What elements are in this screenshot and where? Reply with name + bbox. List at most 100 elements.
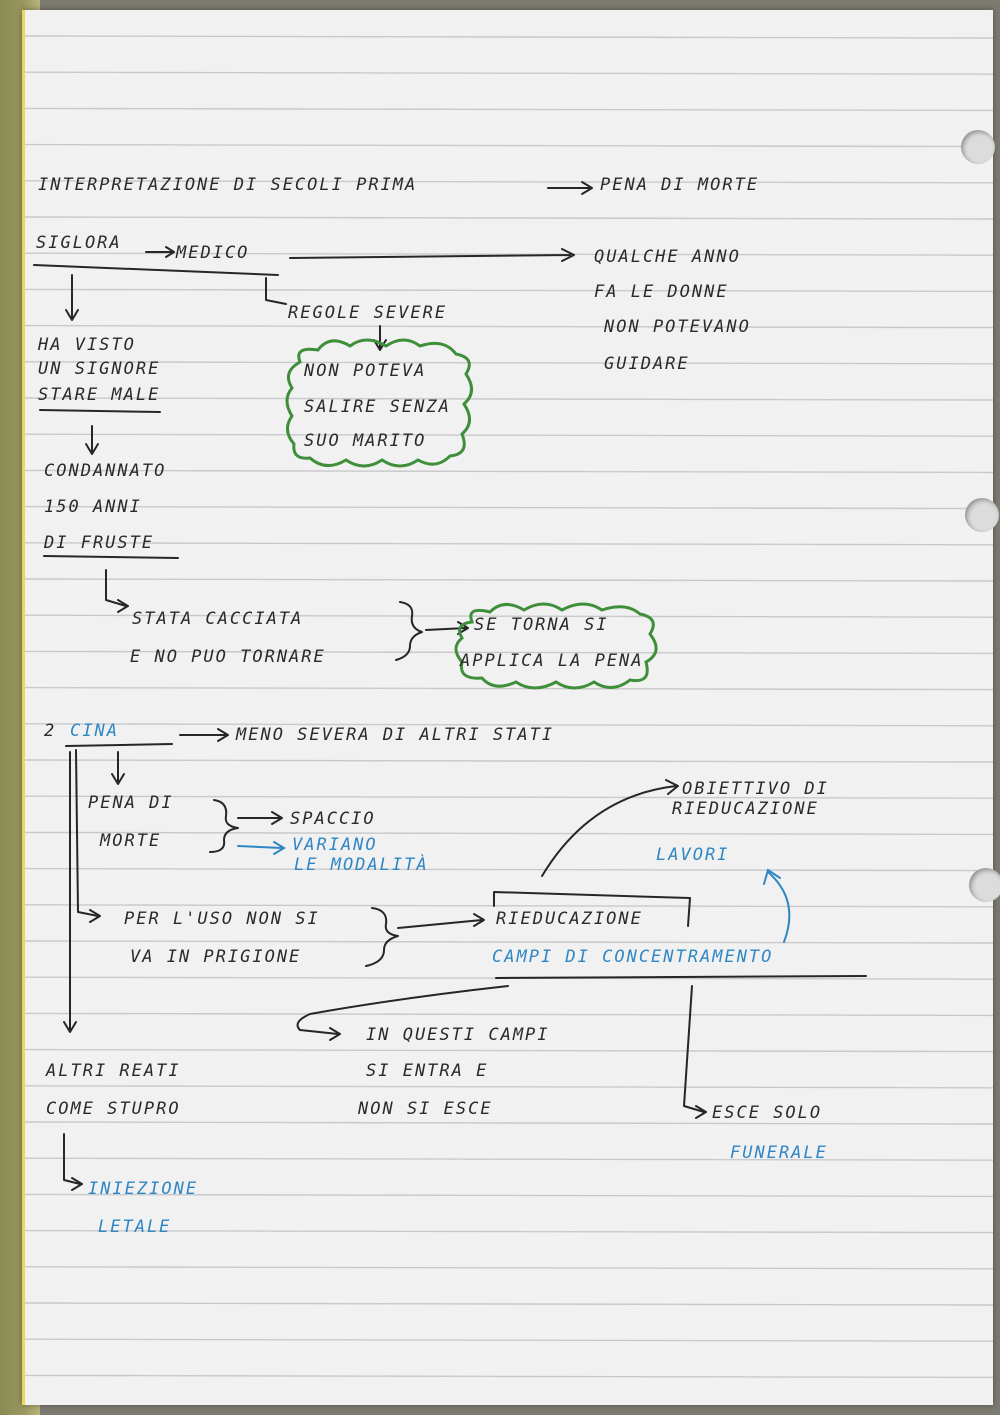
far-right-4: GUIDARE [604, 354, 690, 374]
iniezione-2: LETALE [98, 1217, 171, 1237]
pena-morte-1: PENA DI [88, 793, 174, 813]
ruled-line [25, 1266, 993, 1270]
cina-summary: MENO SEVERA DI ALTRI STATI [235, 725, 554, 745]
cacciata-brace [395, 601, 423, 661]
rieducazione: RIEDUCAZIONE [496, 909, 643, 929]
ruled-lines [25, 35, 993, 1379]
ruled-line [25, 1229, 993, 1234]
ruled-line [25, 1302, 993, 1306]
ruled-line [25, 469, 993, 474]
ruled-line [25, 759, 993, 763]
modalita-1: VARIANO [292, 835, 378, 855]
left-branch-1: HA VISTO [37, 335, 136, 355]
lavori-arrow [763, 868, 791, 943]
ruled-line [25, 505, 993, 510]
binder-hole-middle [965, 498, 999, 532]
cloud-pena [454, 602, 658, 690]
notebook-page [22, 10, 1000, 1405]
rieducazione-box [493, 891, 691, 927]
ruled-line [25, 288, 993, 293]
cloud-regole-3: SUO MARITO [304, 431, 426, 451]
cloud-regole-2: SALIRE SENZA [304, 397, 451, 417]
condanna-2: 150 ANNI [44, 497, 142, 517]
iniezione-arrow [63, 1133, 83, 1191]
cina-underline [65, 743, 173, 747]
modalita-arrow [237, 841, 286, 855]
campi-note-3: NON SI ESCE [357, 1099, 493, 1119]
ruled-line [25, 867, 993, 872]
ruled-line [25, 107, 993, 112]
ruled-line [25, 723, 993, 727]
campi-note-2: SI ENTRA E [366, 1061, 488, 1081]
pena-down-arrow [111, 751, 125, 785]
obiettivo-2: RIEDUCAZIONE [672, 799, 819, 819]
cacciata-arrow [105, 569, 129, 613]
arabia-underline [33, 264, 279, 276]
campi-note-arrow [296, 985, 509, 1041]
ruled-line [25, 1338, 993, 1342]
pena-morte-2: MORTE [99, 831, 161, 851]
ruled-line [25, 1193, 993, 1198]
campi: CAMPI DI CONCENTRAMENTO [492, 947, 773, 967]
cacciata-1: STATA CACCIATA [132, 609, 303, 629]
altri-branch [63, 751, 77, 1033]
ruled-line [25, 324, 993, 329]
condanna-arrow [85, 425, 99, 455]
ruled-line [25, 650, 993, 655]
iniezione-1: INIEZIONE [88, 1179, 198, 1199]
far-right-1: QUALCHE ANNO [594, 247, 741, 267]
ruled-line [25, 361, 993, 365]
uso-2: VA IN PRIGIONE [130, 947, 301, 967]
ruled-line [25, 1374, 993, 1379]
cloud-pena-2: APPLICA LA PENA [459, 651, 644, 671]
ruled-line [25, 940, 993, 944]
arabia-medico: MEDICO [175, 243, 249, 263]
ruled-line [25, 542, 993, 546]
cina-label: CINA [70, 721, 119, 741]
ruled-line [25, 397, 993, 401]
ruled-line [25, 1012, 993, 1017]
stare-male-underline [39, 409, 161, 413]
ruled-line [25, 686, 993, 691]
ruled-line [25, 795, 993, 799]
binder-hole-top [961, 130, 995, 164]
campi-note-1: IN QUESTI CAMPI [366, 1025, 550, 1045]
ruled-line [25, 71, 993, 75]
arabia-long-arrow [289, 248, 575, 262]
uso-branch [75, 749, 101, 923]
condanna-3: DI FRUSTE [43, 533, 154, 553]
ruled-line [25, 1085, 993, 1089]
uso-brace [365, 907, 399, 967]
ruled-line [25, 180, 993, 184]
ruled-line [25, 252, 993, 256]
cloud-pena-1: SE TORNA SI [474, 615, 609, 635]
binder-hole-bottom [969, 868, 1000, 902]
obiettivo-arrow [541, 779, 679, 877]
ruled-line [25, 1048, 993, 1053]
left-branch-2: UN SIGNORE [38, 359, 160, 379]
ruled-line [25, 216, 993, 220]
obiettivo-1: OBIETTIVO DI [682, 779, 829, 799]
spaccio-arrow [237, 811, 283, 825]
uso-1: PER L'USO NON SI [124, 909, 320, 929]
ruled-line [25, 35, 993, 39]
ruled-line [25, 578, 993, 582]
cacciata-2: E NO PUO TORNARE [130, 647, 326, 667]
cina-number: 2 [44, 721, 56, 741]
heading-arrow [547, 181, 593, 195]
cloud-regole-1: NON POTEVA [303, 361, 426, 381]
uso-to-rieducazione-arrow [397, 913, 485, 929]
funerale: FUNERALE [730, 1143, 828, 1163]
arabia-down-arrow [65, 274, 79, 321]
regole-severe: REGOLE SEVERE [288, 303, 447, 323]
arabia-arrow [145, 246, 175, 258]
esce-solo: ESCE SOLO [712, 1103, 822, 1123]
modalita-2: LE MODALITÀ [294, 853, 429, 875]
altri-1: ALTRI REATI [45, 1061, 181, 1081]
ruled-line [25, 1121, 993, 1125]
far-right-3: NON POTEVANO [603, 317, 751, 337]
condanna-1: CONDANNATO [44, 461, 166, 481]
far-right-2: FA LE DONNE [594, 282, 729, 302]
ruled-line [25, 1157, 993, 1161]
